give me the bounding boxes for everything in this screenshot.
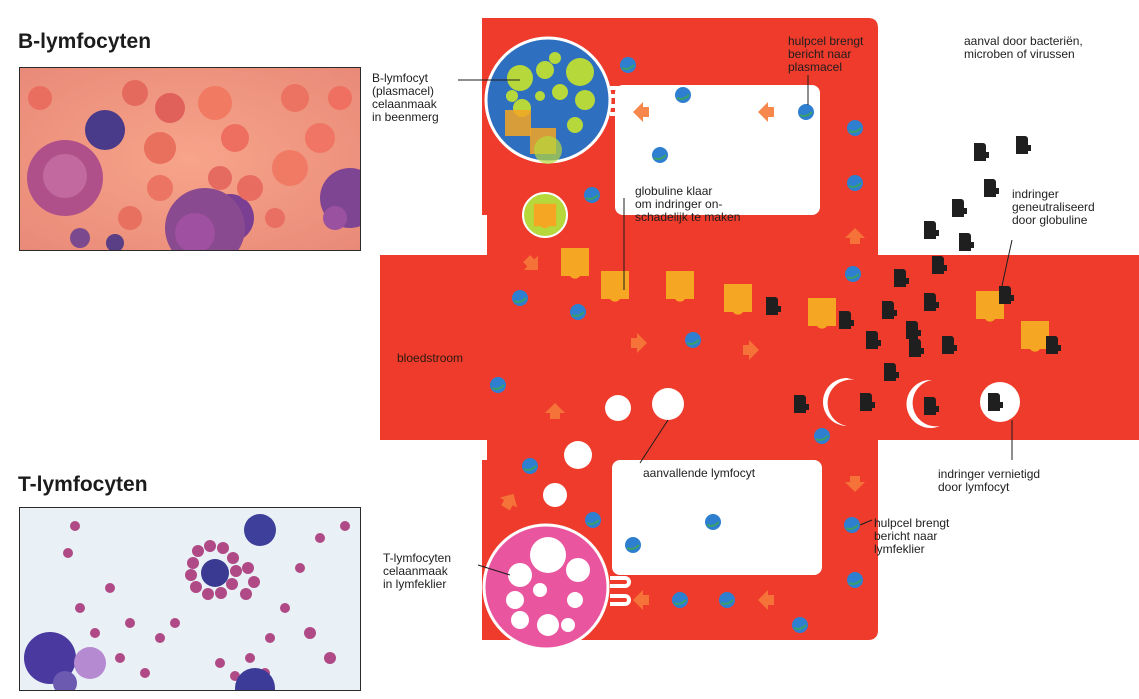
t-lymphocyte-cell bbox=[482, 523, 610, 651]
t-lymphocytes-title: T-lymfocyten bbox=[18, 473, 148, 496]
destroyed-label: indringer vernietigd door lymfocyt bbox=[938, 467, 1041, 494]
attacking-lymphocytes bbox=[543, 378, 1020, 507]
helper-top-label: hulpcel brengt bericht naar plasmacel bbox=[788, 34, 864, 74]
helper-bottom-label: hulpcel brengt bericht naar lymfeklier bbox=[874, 516, 950, 556]
globulin-ready-label: globuline klaar om indringer on- schadel… bbox=[635, 184, 741, 224]
b-lymphocyte-micrograph bbox=[19, 67, 361, 251]
leader-lines bbox=[458, 75, 1013, 576]
b-cell-label: B-lymfocyt (plasmacel) celaanmaak in bee… bbox=[372, 71, 439, 124]
neutralized-label: indringer geneutraliseerd door globuline bbox=[1012, 187, 1095, 227]
t-lymphocyte-micrograph bbox=[19, 507, 361, 691]
b-lymphocytes-title: B-lymfocyten bbox=[18, 30, 152, 53]
t-cell-label: T-lymfocyten celaanmaak in lymfeklier bbox=[383, 551, 452, 591]
b-lymphocyte-cell bbox=[484, 36, 612, 164]
attacking-lymphocyte-label: aanvallende lymfocyt bbox=[643, 466, 756, 480]
attack-label: aanval door bacteriën, microben of virus… bbox=[964, 34, 1083, 61]
bloodstream-label: bloedstroom bbox=[397, 351, 464, 365]
